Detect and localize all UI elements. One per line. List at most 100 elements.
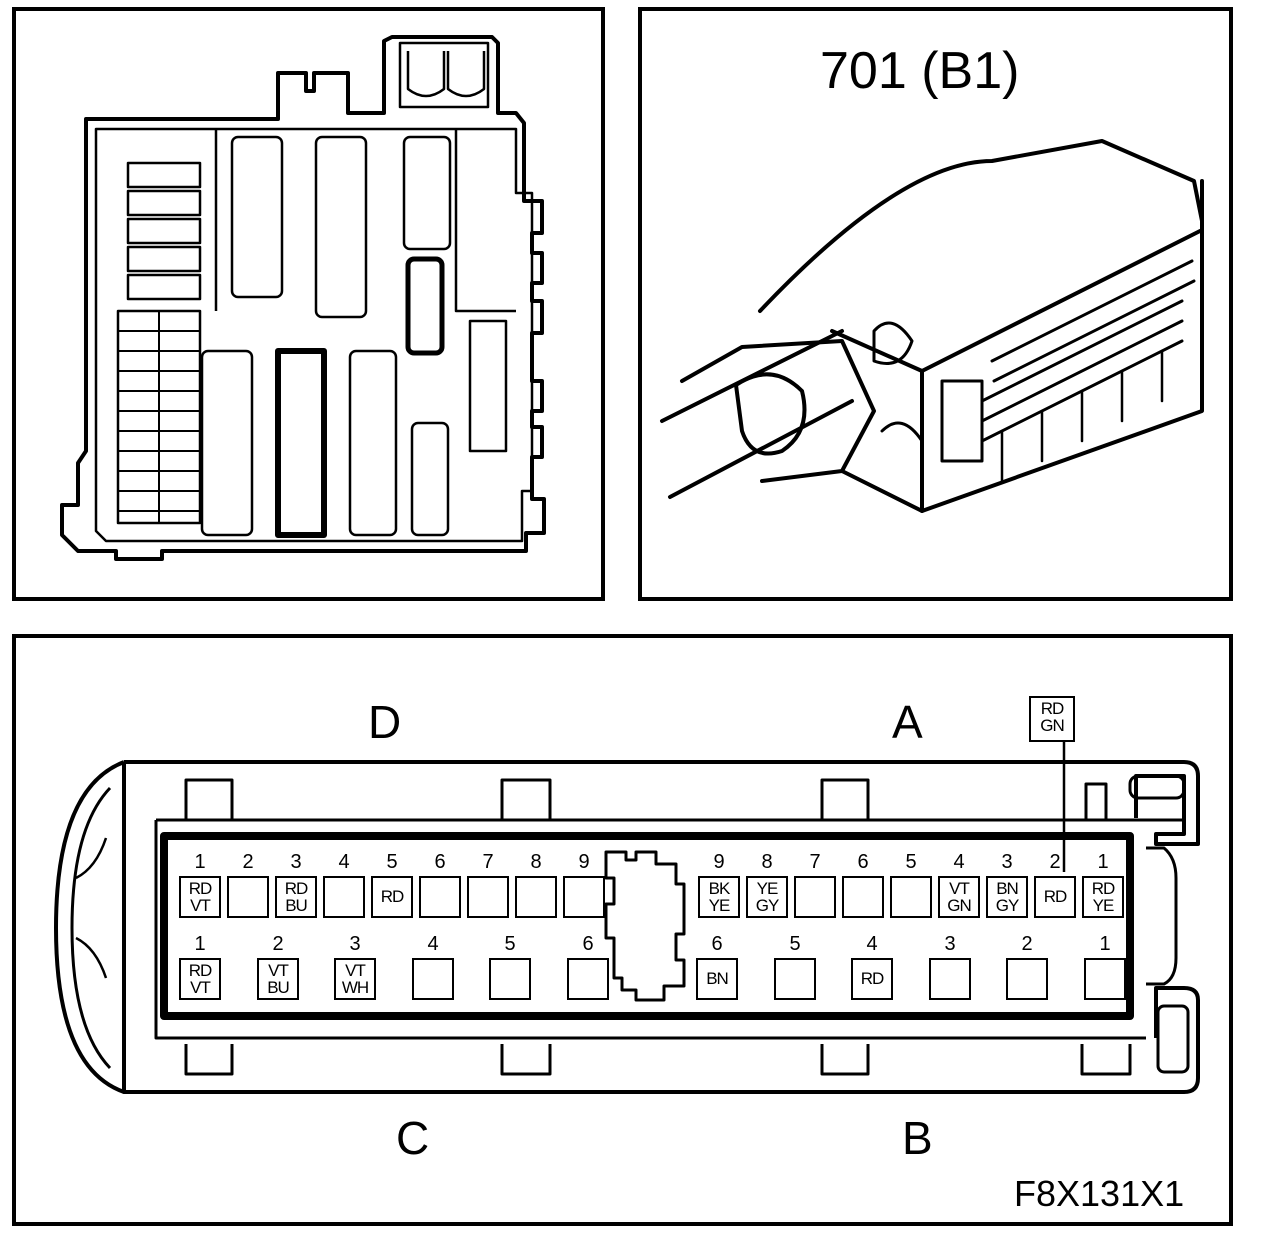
pin-number: 3 xyxy=(1001,851,1013,873)
pin-number: 6 xyxy=(434,851,446,873)
pin-cavity-d-5: RD xyxy=(371,876,413,918)
pin-cavity-c-5 xyxy=(489,958,531,1000)
wire-color: RD xyxy=(284,879,309,898)
pin-cavity-b-2 xyxy=(1006,958,1048,1000)
pin-number: 5 xyxy=(504,933,516,955)
pin-cavity-a-5 xyxy=(890,876,932,918)
pin-cavity-d-9 xyxy=(563,876,605,918)
callout-color-2: GN xyxy=(1040,716,1065,735)
wire-color: RD xyxy=(188,961,213,980)
wire-color: VT xyxy=(268,961,289,980)
pin-number: 9 xyxy=(578,851,590,873)
wire-color: RD xyxy=(860,969,885,988)
pin-number: 6 xyxy=(711,933,723,955)
pin-cavity-c-6 xyxy=(567,958,609,1000)
figure-id: F8X131X1 xyxy=(1014,1173,1185,1214)
pin-number: 1 xyxy=(1099,933,1111,955)
pin-number: 1 xyxy=(1097,851,1109,873)
pin-number: 5 xyxy=(789,933,801,955)
pin-cavity-b-5 xyxy=(774,958,816,1000)
section-label-a: A xyxy=(892,696,923,748)
wire-color: RD xyxy=(1043,887,1068,906)
connector-face-outline xyxy=(54,738,1200,1094)
pin-number: 1 xyxy=(194,933,206,955)
wire-color-secondary: WH xyxy=(341,978,369,997)
wire-color: RD xyxy=(188,879,213,898)
pin-number: 7 xyxy=(809,851,821,873)
wire-color-secondary: YE xyxy=(1092,896,1115,915)
fuse-box-illustration xyxy=(60,35,546,561)
section-label-b: B xyxy=(902,1112,933,1164)
pin-number: 2 xyxy=(242,851,254,873)
wire-color-secondary: VT xyxy=(190,896,211,915)
pin-number: 5 xyxy=(905,851,917,873)
pin-number: 9 xyxy=(713,851,725,873)
pin-cavity-a-7 xyxy=(794,876,836,918)
section-label-c: C xyxy=(396,1112,430,1164)
pin-number: 2 xyxy=(1049,851,1061,873)
pin-cavity-d-8 xyxy=(515,876,557,918)
pin-number: 3 xyxy=(290,851,302,873)
wire-color: BN xyxy=(706,969,729,988)
pin-number: 3 xyxy=(944,933,956,955)
pin-number: 2 xyxy=(1021,933,1033,955)
pin-cavity-b-4: RD xyxy=(851,958,893,1000)
wire-color-secondary: BU xyxy=(267,978,290,997)
section-label-d: D xyxy=(368,696,402,748)
pin-number: 6 xyxy=(582,933,594,955)
pin-number: 8 xyxy=(530,851,542,873)
wire-color: RD xyxy=(380,887,405,906)
pin-cavity-b-1 xyxy=(1084,958,1126,1000)
pin-cavity-d-2 xyxy=(227,876,269,918)
pin-number: 5 xyxy=(386,851,398,873)
wire-color: RD xyxy=(1091,879,1116,898)
fuse-box-panel xyxy=(12,7,605,601)
callout-color-1: RD xyxy=(1040,699,1065,718)
wire-color-secondary: GY xyxy=(755,896,780,915)
pin-cavity-b-6: BN xyxy=(696,958,738,1000)
callout-wire-color: RD GN xyxy=(1029,696,1075,742)
pin-cavity-d-6 xyxy=(419,876,461,918)
wire-color-secondary: GY xyxy=(995,896,1020,915)
pin-number: 4 xyxy=(338,851,350,873)
wire-color: VT xyxy=(949,879,970,898)
connector-title: 701 (B1) xyxy=(820,42,1020,100)
wire-color: YE xyxy=(756,879,779,898)
pin-number: 4 xyxy=(427,933,439,955)
pin-cavity-c-4 xyxy=(412,958,454,1000)
pin-number: 6 xyxy=(857,851,869,873)
pin-cavity-b-3 xyxy=(929,958,971,1000)
connector-view-panel: 701 (B1) xyxy=(638,7,1233,601)
pin-number: 8 xyxy=(761,851,773,873)
pin-cavity-a-6 xyxy=(842,876,884,918)
wire-color-secondary: GN xyxy=(947,896,972,915)
pin-number: 4 xyxy=(866,933,878,955)
wire-color-secondary: VT xyxy=(190,978,211,997)
wire-color-secondary: YE xyxy=(708,896,731,915)
pin-number: 7 xyxy=(482,851,494,873)
pin-number: 1 xyxy=(194,851,206,873)
connector-3d-illustration xyxy=(660,139,1204,513)
wire-color-secondary: BU xyxy=(285,896,308,915)
wire-color: VT xyxy=(345,961,366,980)
wire-color: BK xyxy=(708,879,731,898)
pin-cavity-d-4 xyxy=(323,876,365,918)
pin-number: 2 xyxy=(272,933,284,955)
wire-color: BN xyxy=(996,879,1019,898)
pin-number: 4 xyxy=(953,851,965,873)
pin-cavity-a-2: RD xyxy=(1034,876,1076,918)
pin-number: 3 xyxy=(349,933,361,955)
pin-cavity-d-7 xyxy=(467,876,509,918)
